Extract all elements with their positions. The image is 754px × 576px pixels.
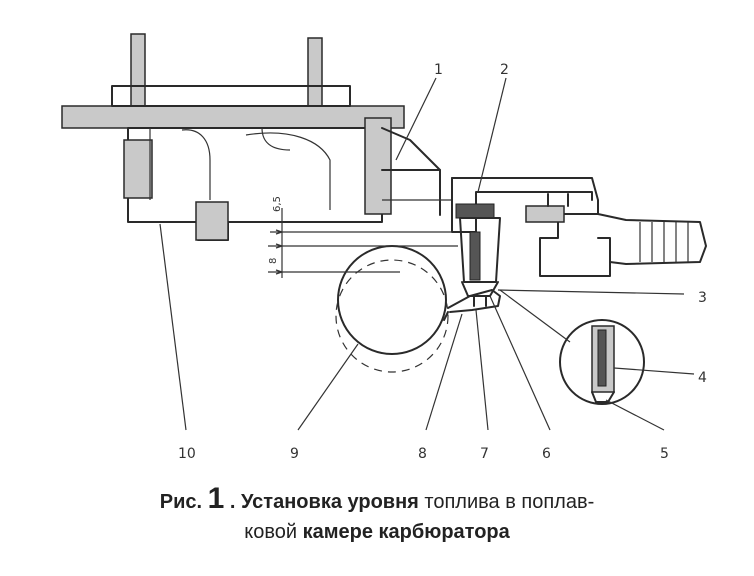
label-5: 5 bbox=[660, 446, 669, 462]
caption-dot: . bbox=[229, 491, 236, 513]
caption-bold-2: камере карбюратора bbox=[302, 521, 510, 543]
caption-number: 1 bbox=[207, 482, 225, 515]
label-7: 7 bbox=[480, 446, 489, 462]
label-10: 10 bbox=[178, 446, 196, 462]
carburetor-float-level-diagram: 6,5 8 1 2 3 4 5 6 7 8 9 10 bbox=[61, 33, 707, 462]
float bbox=[335, 245, 449, 373]
carburetor-cover-plate bbox=[61, 85, 405, 129]
label-6: 6 bbox=[542, 446, 551, 462]
carburetor-body bbox=[123, 117, 452, 241]
mounting-studs bbox=[130, 33, 323, 107]
caption-line-2: ковой камере карбюратора bbox=[0, 517, 754, 547]
dim-8: 8 bbox=[268, 258, 279, 264]
label-2: 2 bbox=[500, 62, 509, 78]
label-8: 8 bbox=[418, 446, 427, 462]
needle-valve bbox=[459, 217, 501, 307]
dimension-lines bbox=[268, 208, 458, 278]
caption-normal-2: ковой bbox=[244, 521, 298, 543]
dim-6-5: 6,5 bbox=[272, 196, 283, 212]
label-9: 9 bbox=[290, 446, 299, 462]
needle-valve-housing bbox=[451, 177, 707, 277]
label-3: 3 bbox=[698, 290, 707, 306]
caption-bold-1: Установка уровня bbox=[241, 491, 419, 513]
caption-line-1: Рис. 1 . Установка уровня топлива в попл… bbox=[0, 484, 754, 517]
label-4: 4 bbox=[698, 370, 707, 386]
caption-normal-1: топлива в поплав- bbox=[424, 491, 595, 513]
float-lever bbox=[443, 289, 501, 321]
detail-circle bbox=[559, 319, 645, 405]
figure-caption: Рис. 1 . Установка уровня топлива в попл… bbox=[0, 484, 754, 547]
caption-prefix: Рис. bbox=[159, 491, 203, 513]
leader-lines bbox=[159, 77, 695, 431]
label-1: 1 bbox=[434, 62, 443, 78]
